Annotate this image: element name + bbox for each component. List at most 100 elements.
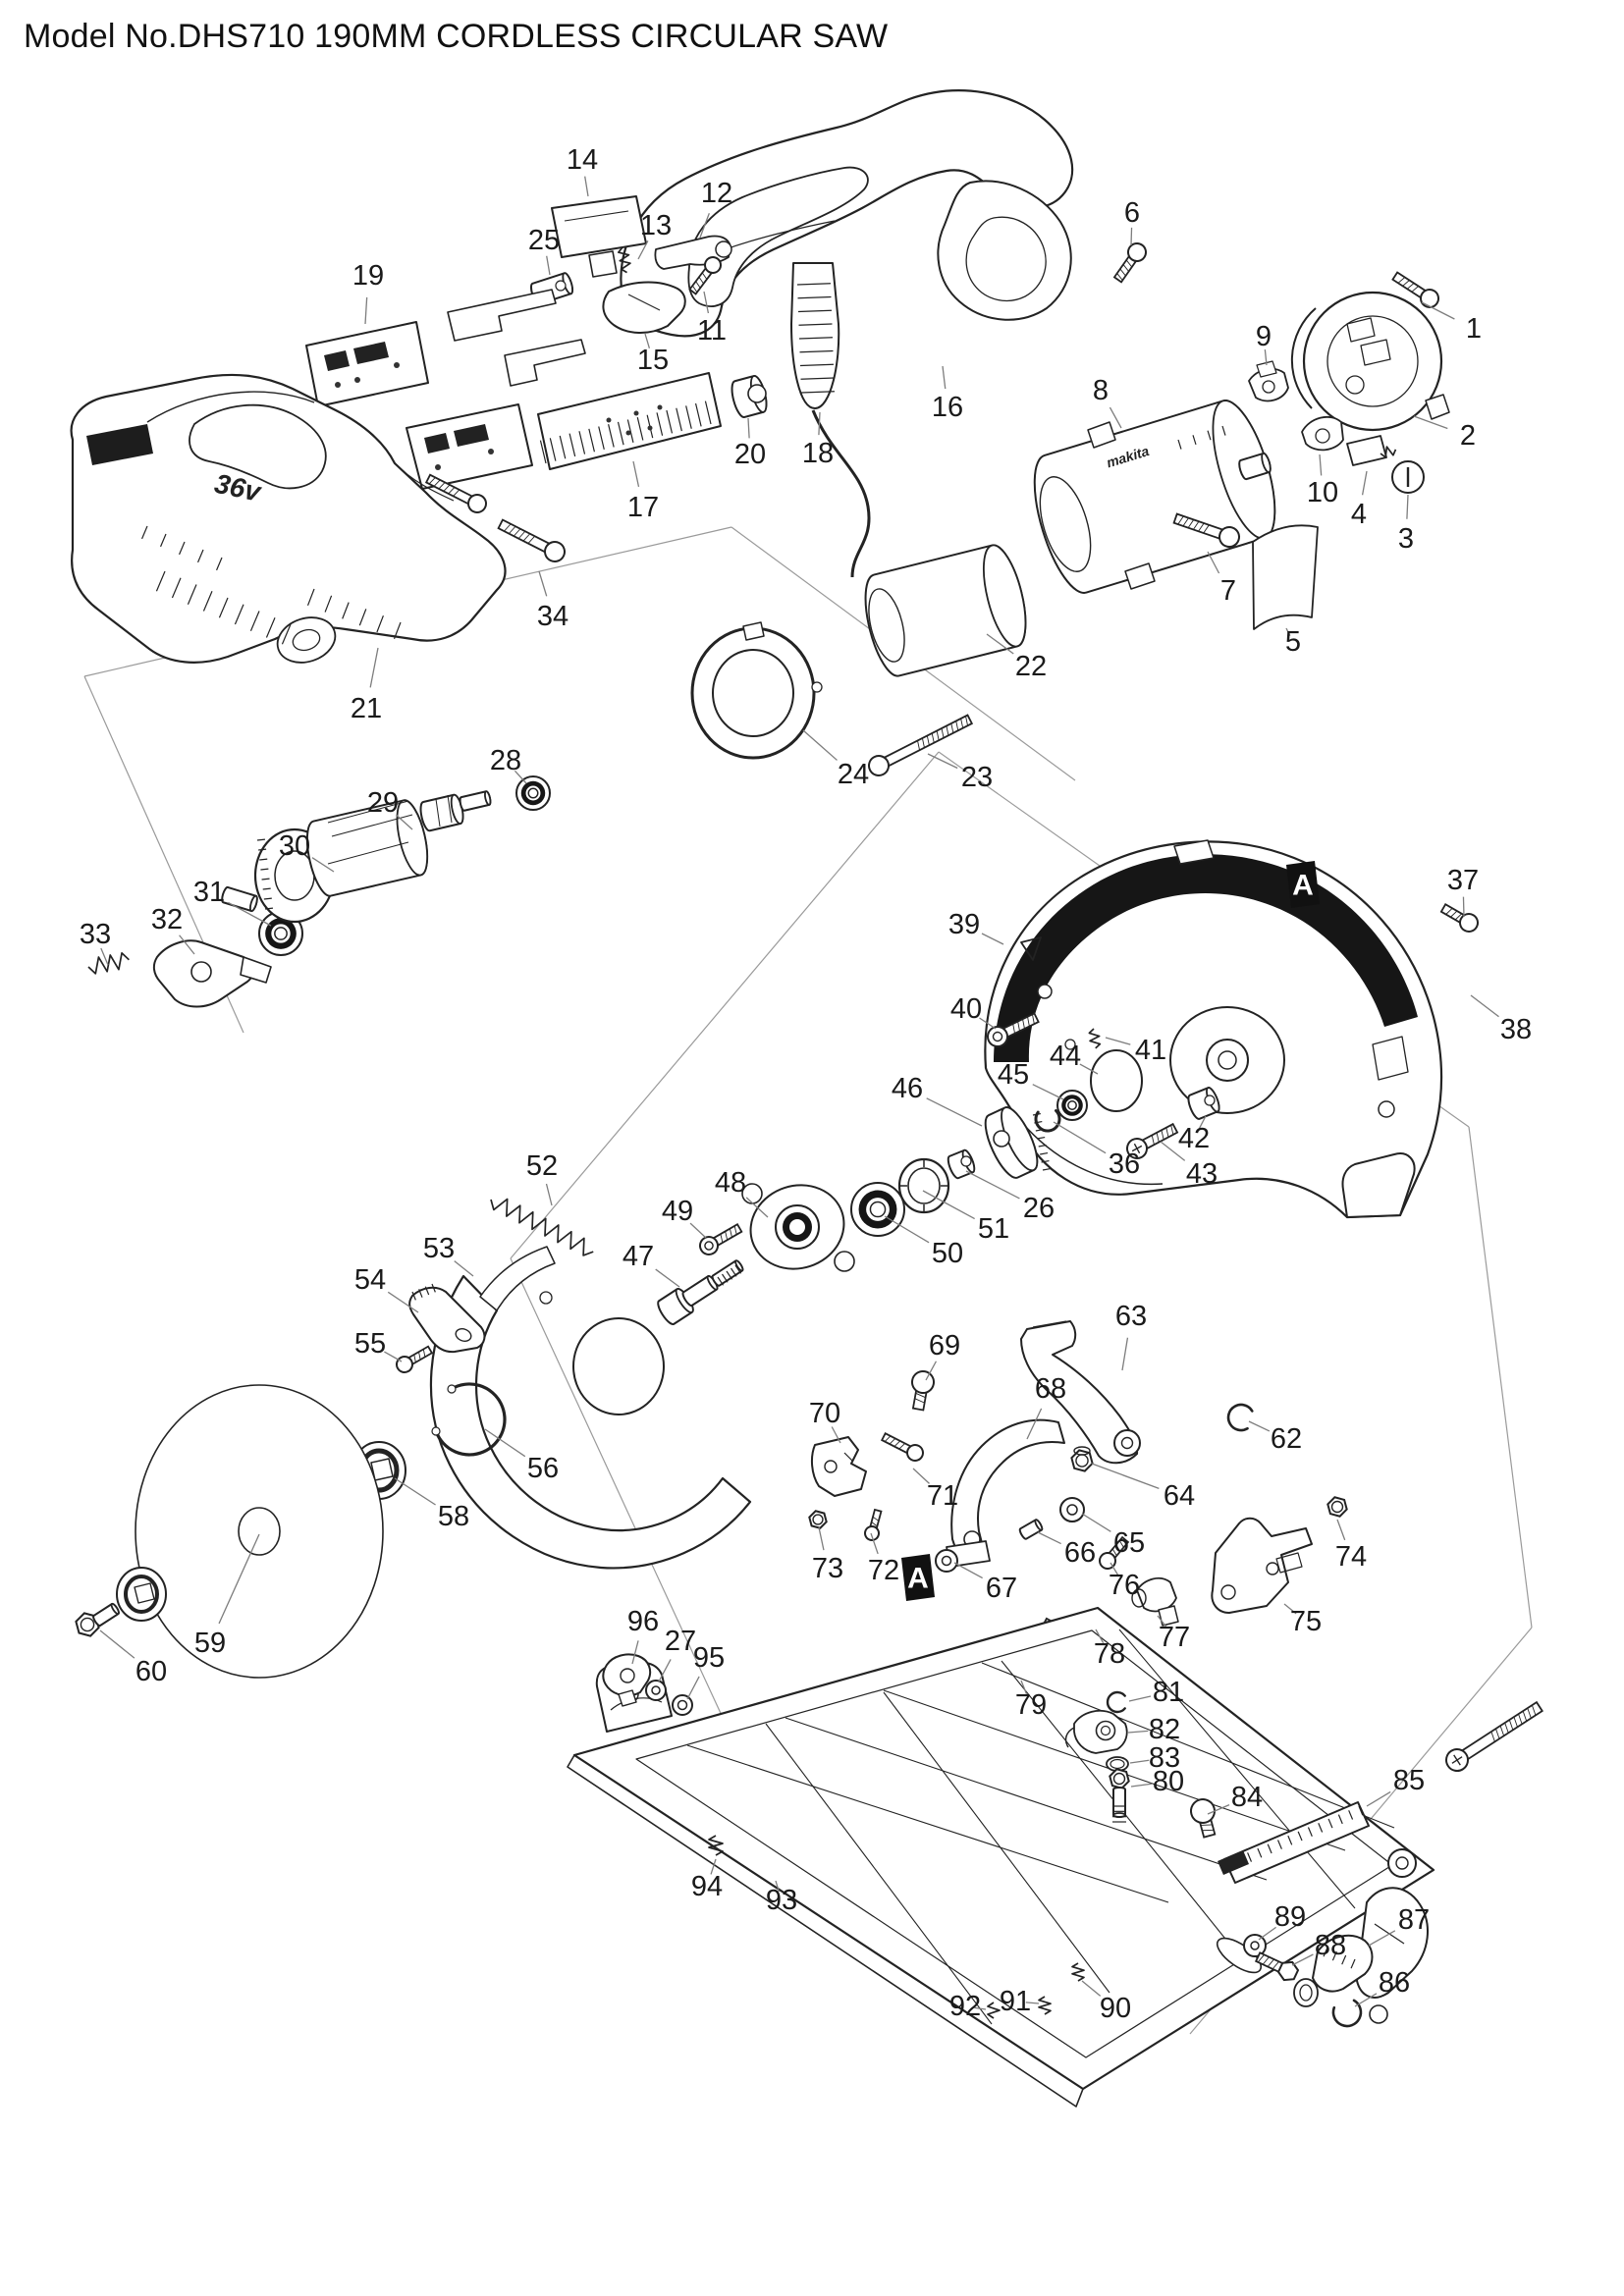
part-sketch-pa	[1211, 1517, 1313, 1614]
part-sketch-pa	[602, 281, 686, 334]
leader-line-4	[1361, 470, 1368, 496]
part-label-64: 64	[1164, 1480, 1195, 1512]
part-sketch-pa	[504, 339, 586, 387]
part-sketch-ln	[435, 798, 441, 828]
part-label-86: 86	[1379, 1967, 1410, 1999]
part-label-87: 87	[1398, 1904, 1430, 1936]
part-sketch-sp	[1380, 446, 1397, 458]
part-label-41: 41	[1135, 1035, 1166, 1066]
part-sketch-sc	[699, 1223, 743, 1255]
part-sketch-ci	[190, 961, 212, 983]
part-label-29: 29	[367, 787, 399, 819]
part-label-82: 82	[1149, 1714, 1180, 1745]
part-label-89: 89	[1274, 1901, 1306, 1933]
part-sketch-ci	[488, 449, 494, 454]
part-label-38: 38	[1500, 1014, 1532, 1045]
part-label-76: 76	[1109, 1570, 1140, 1601]
part-label-83: 83	[1149, 1742, 1180, 1774]
part-sketch-cy	[864, 544, 1027, 677]
leader-line-67	[953, 1562, 983, 1579]
part-sketch-sc	[1439, 903, 1479, 933]
part-sketch-cy	[681, 1275, 719, 1307]
part-sketch-pa	[189, 403, 327, 490]
part-label-13: 13	[640, 210, 672, 241]
part-sketch-pa	[324, 350, 350, 371]
leader-line-36	[1053, 1121, 1107, 1154]
part-sketch-pa	[1064, 1727, 1075, 1748]
part-sketch-ci	[1120, 1436, 1134, 1450]
part-sketch-pa	[1252, 524, 1319, 630]
part-sketch-pa	[240, 956, 272, 984]
part-sketch-sc	[864, 1508, 883, 1541]
part-sketch-ci	[1369, 2004, 1388, 2024]
part-sketch-ln	[686, 1744, 1169, 1903]
part-sketch-pa	[1173, 839, 1215, 865]
part-label-39: 39	[948, 909, 980, 940]
section-marker-label: A	[907, 1563, 929, 1595]
leader-line-55	[384, 1351, 403, 1362]
leader-line-16	[942, 365, 947, 390]
part-sketch-cy	[1033, 400, 1276, 594]
part-sketch-pa	[134, 1582, 155, 1604]
part-sketch-ci	[1378, 1100, 1395, 1118]
leader-line-95	[686, 1676, 700, 1700]
part-sketch-ci	[789, 1219, 805, 1235]
part-label-16: 16	[932, 392, 963, 423]
part-sketch-sc	[880, 1432, 924, 1462]
leader-line-19	[364, 296, 368, 325]
leader-line-17	[632, 460, 640, 487]
leader-line-50	[884, 1215, 930, 1244]
leader-line-76	[1110, 1562, 1119, 1575]
part-sketch-ci	[1064, 1039, 1076, 1050]
leader-line-96	[631, 1640, 639, 1665]
part-sketch-pa	[588, 250, 618, 278]
part-sketch-el	[1293, 1978, 1319, 2007]
part-sketch-ln	[1032, 1320, 1067, 1328]
leader-line-52	[545, 1183, 553, 1206]
part-sketch-el	[455, 1328, 472, 1342]
part-sketch-cy	[1018, 1519, 1044, 1540]
part-label-63: 63	[1115, 1301, 1147, 1332]
part-sketch-pa	[394, 462, 455, 502]
part-sketch-nu	[808, 1510, 828, 1529]
part-label-78: 78	[1094, 1638, 1125, 1670]
part-sketch-sp	[987, 2002, 1001, 2019]
leader-line-87	[1368, 1930, 1396, 1947]
part-sketch-ci	[647, 425, 653, 431]
part-sketch-pa	[567, 1754, 1084, 2108]
part-label-34: 34	[537, 601, 568, 632]
part-label-19: 19	[352, 260, 384, 292]
leader-line-11	[703, 291, 710, 314]
leader-line-34	[538, 570, 548, 597]
part-sketch-pa	[1073, 1710, 1128, 1754]
leader-line-27	[658, 1659, 672, 1682]
leader-line-62	[1248, 1420, 1271, 1432]
part-label-72: 72	[868, 1555, 899, 1586]
part-sketch-ln	[627, 294, 661, 311]
part-label-75: 75	[1290, 1606, 1322, 1637]
part-label-5: 5	[1285, 626, 1301, 658]
leader-line-71	[912, 1468, 930, 1484]
part-label-94: 94	[691, 1871, 723, 1902]
part-sketch-ci	[1345, 375, 1365, 395]
part-sketch-ci	[811, 681, 823, 693]
part-sketch-pa	[353, 342, 389, 364]
part-sketch-sc	[1112, 242, 1147, 284]
part-label-14: 14	[567, 144, 598, 176]
part-sketch-pa	[1341, 1152, 1416, 1218]
part-label-67: 67	[986, 1573, 1017, 1604]
leader-line-25	[546, 255, 551, 276]
part-sketch-pa	[742, 621, 765, 641]
part-sketch-nu	[1109, 1768, 1130, 1789]
part-sketch-sp	[617, 246, 631, 274]
part-label-77: 77	[1159, 1622, 1190, 1653]
part-label-92: 92	[949, 1991, 981, 2022]
part-label-62: 62	[1271, 1423, 1302, 1455]
part-sketch-pa	[1372, 1036, 1409, 1081]
part-label-26: 26	[1023, 1193, 1055, 1224]
part-sketch-pa	[479, 1246, 556, 1311]
leader-line-53	[454, 1260, 474, 1277]
leader-line-2	[1413, 415, 1448, 430]
part-sketch-el	[124, 1575, 159, 1614]
part-label-1: 1	[1466, 313, 1482, 345]
